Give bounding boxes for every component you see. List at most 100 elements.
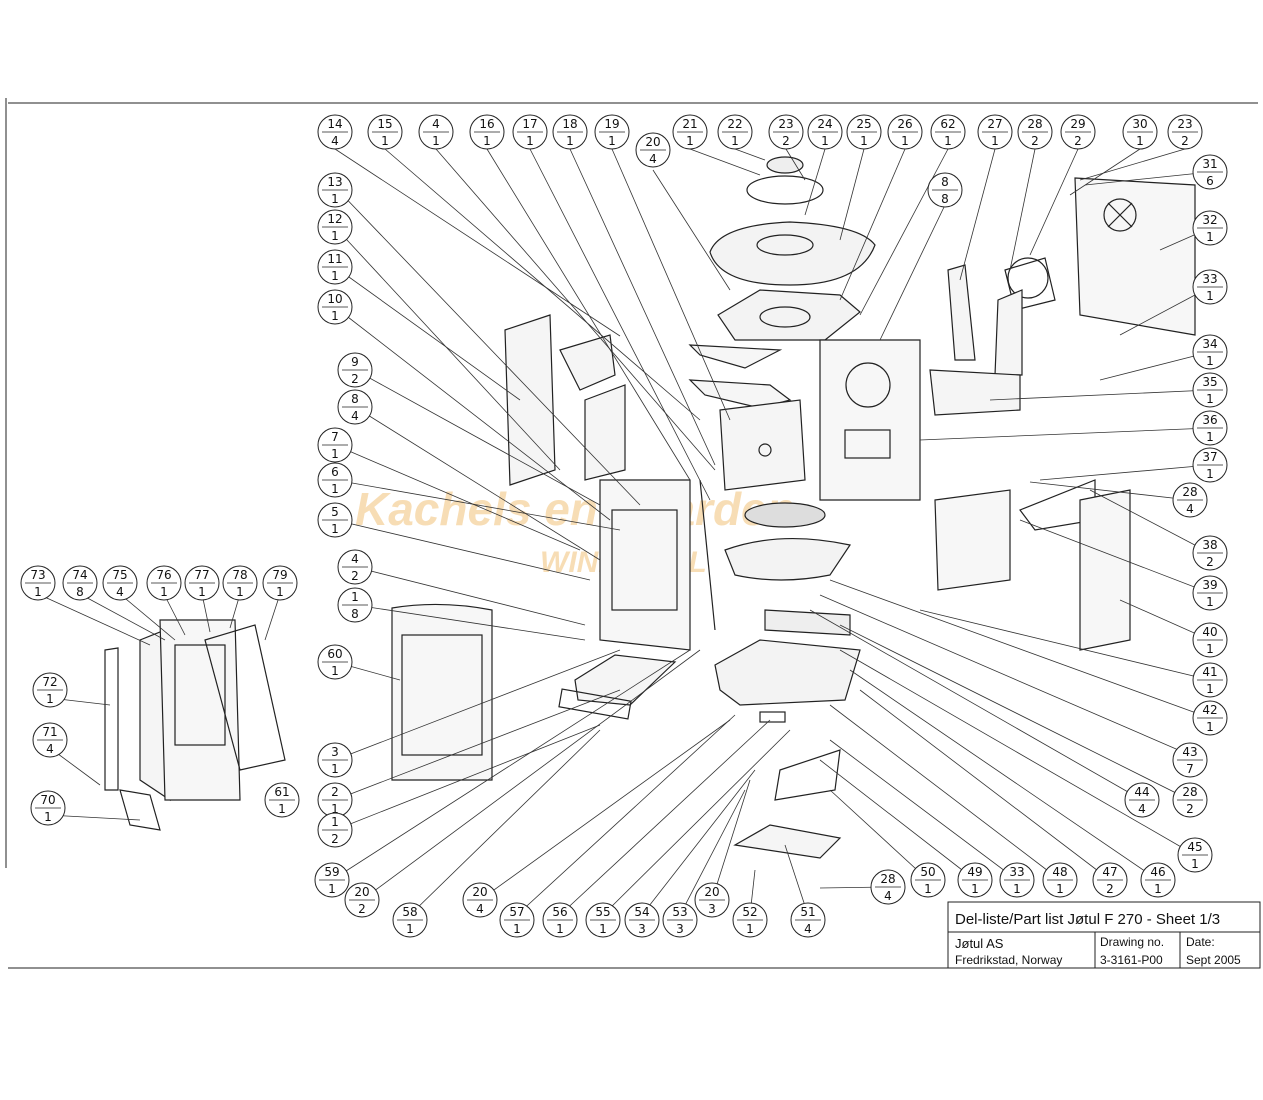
callout-quantity: 4 bbox=[649, 152, 657, 166]
part-lid bbox=[766, 156, 804, 174]
part-ash-drawer bbox=[574, 654, 677, 706]
part-base-plate bbox=[714, 639, 861, 706]
callout-quantity: 7 bbox=[1186, 762, 1194, 776]
part-ash-tray bbox=[724, 537, 851, 581]
callout-quantity: 1 bbox=[331, 269, 339, 283]
callout-part-number: 11 bbox=[327, 252, 342, 266]
callout-part-number: 25 bbox=[856, 117, 871, 131]
title-block-location: Fredrikstad, Norway bbox=[955, 953, 1062, 967]
callout-quantity: 8 bbox=[941, 192, 949, 206]
callout-part-number: 59 bbox=[324, 865, 339, 879]
callout-part-number: 58 bbox=[402, 905, 417, 919]
callout-quantity: 4 bbox=[804, 922, 812, 936]
callout: 382 bbox=[1192, 535, 1228, 571]
callout-part-number: 4 bbox=[351, 552, 359, 566]
callout-quantity: 1 bbox=[331, 229, 339, 243]
callout-quantity: 1 bbox=[44, 810, 52, 824]
callout-part-number: 18 bbox=[562, 117, 577, 131]
callout-quantity: 1 bbox=[1206, 595, 1214, 609]
callout: 401 bbox=[1192, 622, 1228, 658]
callout: 781 bbox=[222, 565, 258, 601]
part-side-panel-right bbox=[1079, 489, 1131, 651]
callout: 421 bbox=[1192, 700, 1228, 736]
title-block-date: Sept 2005 bbox=[1186, 953, 1241, 967]
callout-quantity: 2 bbox=[351, 569, 359, 583]
callout-quantity: 2 bbox=[1031, 134, 1039, 148]
callout-quantity: 1 bbox=[331, 762, 339, 776]
callout: 601 bbox=[317, 644, 353, 680]
callout-part-number: 72 bbox=[42, 675, 57, 689]
callout-quantity: 1 bbox=[746, 922, 754, 936]
callout-quantity: 3 bbox=[676, 922, 684, 936]
callout-part-number: 74 bbox=[72, 568, 87, 582]
callout: 282 bbox=[1172, 782, 1208, 818]
callout-part-number: 32 bbox=[1202, 213, 1217, 227]
callout: 42 bbox=[337, 549, 373, 585]
callout-quantity: 2 bbox=[331, 832, 339, 846]
callout-part-number: 26 bbox=[897, 117, 912, 131]
callout-quantity: 1 bbox=[1056, 882, 1064, 896]
callout-quantity: 1 bbox=[406, 922, 414, 936]
title-block-drawing-label: Drawing no. bbox=[1100, 935, 1164, 949]
callout-quantity: 1 bbox=[860, 134, 868, 148]
callout-quantity: 1 bbox=[1206, 682, 1214, 696]
callout-quantity: 1 bbox=[686, 134, 694, 148]
callout: 533 bbox=[662, 902, 698, 938]
callout-part-number: 70 bbox=[40, 793, 55, 807]
callout-quantity: 6 bbox=[1206, 174, 1214, 188]
callout: 321 bbox=[1192, 210, 1228, 246]
callout: 284 bbox=[1172, 482, 1208, 518]
callout: 241 bbox=[807, 114, 843, 150]
callout-part-number: 19 bbox=[604, 117, 619, 131]
callout-quantity: 1 bbox=[1206, 720, 1214, 734]
callout-quantity: 1 bbox=[526, 134, 534, 148]
callout-part-number: 33 bbox=[1202, 272, 1217, 286]
callout-quantity: 2 bbox=[1106, 882, 1114, 896]
callout-part-number: 30 bbox=[1132, 117, 1147, 131]
part-back-shield bbox=[1074, 177, 1196, 336]
callout-part-number: 20 bbox=[472, 885, 487, 899]
callout-quantity: 1 bbox=[566, 134, 574, 148]
callout-quantity: 4 bbox=[476, 902, 484, 916]
callout-quantity: 1 bbox=[331, 522, 339, 536]
part-convection-plate bbox=[929, 369, 1021, 416]
callout: 31 bbox=[317, 742, 353, 778]
callout-part-number: 8 bbox=[941, 175, 949, 189]
callout-quantity: 1 bbox=[513, 922, 521, 936]
callout-quantity: 1 bbox=[556, 922, 564, 936]
callout-part-number: 22 bbox=[727, 117, 742, 131]
part-door-latch bbox=[119, 789, 161, 831]
callout: 571 bbox=[499, 902, 535, 938]
part-deflector bbox=[688, 344, 783, 369]
part-door-glass bbox=[204, 624, 286, 771]
callout: 714 bbox=[32, 722, 68, 758]
callout-quantity: 1 bbox=[731, 134, 739, 148]
watermark: Kachels en Haarden WINKEL.NL bbox=[355, 483, 795, 579]
callout: 131 bbox=[317, 172, 353, 208]
callout-part-number: 75 bbox=[112, 568, 127, 582]
callout-quantity: 1 bbox=[198, 585, 206, 599]
callout-quantity: 3 bbox=[708, 902, 716, 916]
callout: 12 bbox=[317, 812, 353, 848]
callout: 771 bbox=[184, 565, 220, 601]
part-rear-panel bbox=[819, 339, 921, 501]
part-door-handle-rod bbox=[104, 647, 119, 791]
part-gasket-ring bbox=[746, 175, 824, 205]
callout: 251 bbox=[846, 114, 882, 150]
callout-quantity: 4 bbox=[331, 134, 339, 148]
callout-part-number: 28 bbox=[1027, 117, 1042, 131]
callout-quantity: 1 bbox=[991, 134, 999, 148]
callout-quantity: 1 bbox=[1136, 134, 1144, 148]
part-baffle bbox=[717, 289, 861, 341]
callout: 204 bbox=[635, 132, 671, 168]
callout: 88 bbox=[927, 172, 963, 208]
callout-quantity: 8 bbox=[351, 607, 359, 621]
part-floor-plate bbox=[733, 824, 842, 859]
title-block: Del-liste/Part list Jøtul F 270 - Sheet … bbox=[947, 901, 1261, 969]
callout-part-number: 39 bbox=[1202, 578, 1217, 592]
callout-quantity: 1 bbox=[331, 482, 339, 496]
callout-part-number: 24 bbox=[817, 117, 832, 131]
callout: 621 bbox=[930, 114, 966, 150]
callout-part-number: 47 bbox=[1102, 865, 1117, 879]
callout: 721 bbox=[32, 672, 68, 708]
